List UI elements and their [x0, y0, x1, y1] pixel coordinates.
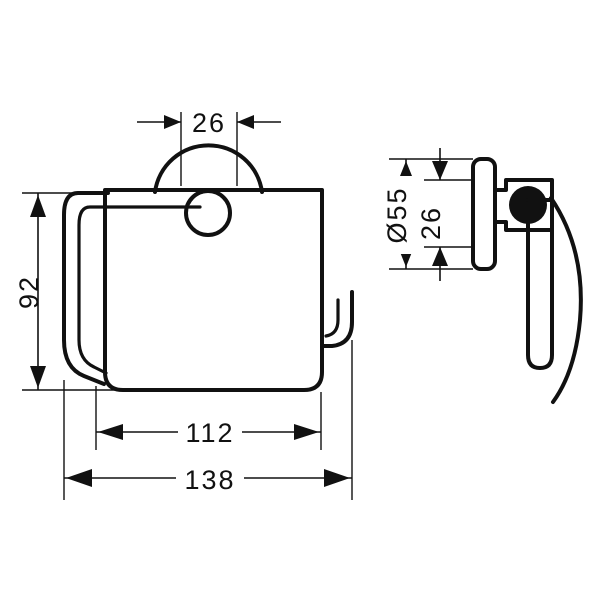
wall-plate	[471, 157, 497, 271]
dim-26s-arrow-bottom	[432, 247, 448, 266]
dim-26s-arrow-top	[432, 161, 448, 180]
bracket-inner-arm	[77, 205, 108, 375]
dim-26-side-label: 26	[416, 206, 446, 240]
dim-92-arrow-bottom	[30, 366, 46, 388]
dimension-diameter-55: Ø55	[382, 158, 473, 270]
dimension-92-left: 92	[14, 192, 132, 391]
dimension-26-side: 26	[416, 148, 474, 281]
cover-arc	[549, 196, 583, 404]
dim-92-label: 92	[14, 275, 44, 309]
dimension-26-top: 26	[137, 108, 281, 186]
dimension-138: 138	[63, 340, 353, 500]
dim-112-arrow-right	[294, 424, 319, 440]
dim-26-top-label: 26	[192, 108, 226, 138]
dim-138-label: 138	[184, 465, 235, 495]
cover-catch-hook	[320, 290, 354, 348]
dim-92-arrow-top	[30, 195, 46, 217]
dim-d55-label: Ø55	[382, 186, 412, 243]
roll-bar	[526, 198, 554, 370]
dim-26-arrow-right	[237, 115, 254, 129]
cover-plate	[103, 188, 324, 392]
dim-26-arrow-left	[164, 115, 181, 129]
front-view-bracket-arms	[62, 191, 110, 386]
escutcheon-dome	[153, 143, 264, 194]
dim-138-arrow-right	[324, 469, 350, 487]
cover-catch-hook-inner	[324, 298, 340, 338]
bracket-outer-arm	[62, 191, 110, 386]
dim-138-arrow-left	[66, 469, 92, 487]
front-view-group: 26 92 112	[14, 108, 354, 500]
knob-top-highlight	[187, 189, 230, 205]
side-view-group: Ø55 26	[382, 148, 583, 404]
dim-112-label: 112	[185, 418, 234, 448]
dim-d55-label-mask	[392, 176, 420, 254]
dim-112-label-mask	[178, 415, 242, 445]
dim-138-label-mask	[176, 461, 244, 493]
dim-112-arrow-left	[98, 424, 123, 440]
dimension-112: 112	[95, 386, 322, 450]
